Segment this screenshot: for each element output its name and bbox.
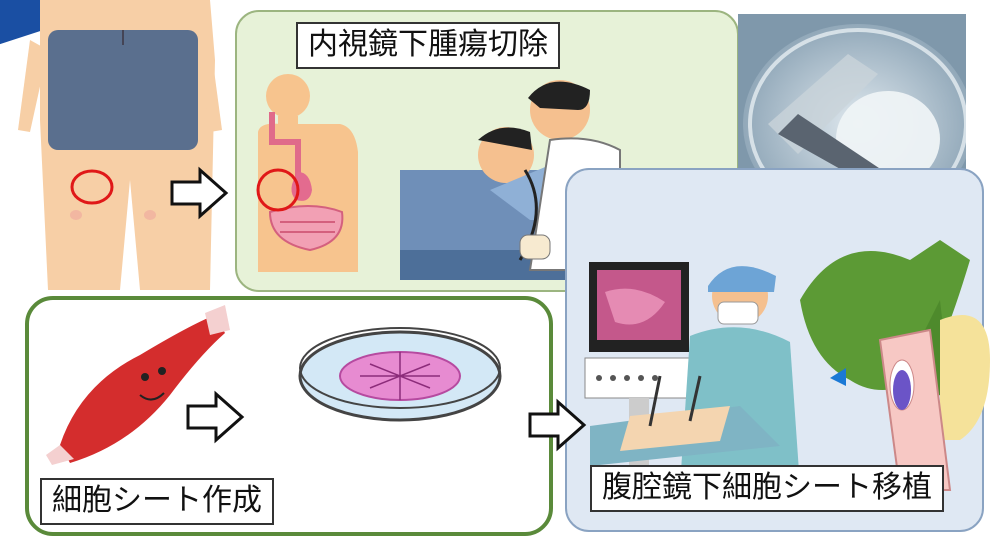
petri-dish-illustration bbox=[298, 327, 502, 422]
digestive-system-illustration bbox=[256, 74, 358, 272]
tumor-marker bbox=[70, 169, 114, 205]
organ-transplant-illustration bbox=[800, 240, 990, 491]
arrow-icon bbox=[528, 398, 587, 452]
muscle-illustration bbox=[46, 305, 230, 465]
transplant-label: 腹腔鏡下細胞シート移植 bbox=[590, 465, 944, 512]
arrow-icon bbox=[186, 390, 245, 444]
resection-label: 内視鏡下腫瘍切除 bbox=[296, 22, 560, 69]
surgeon-illustration bbox=[590, 266, 800, 486]
arrow-icon bbox=[170, 166, 229, 220]
culture-label: 細胞シート作成 bbox=[40, 478, 274, 525]
